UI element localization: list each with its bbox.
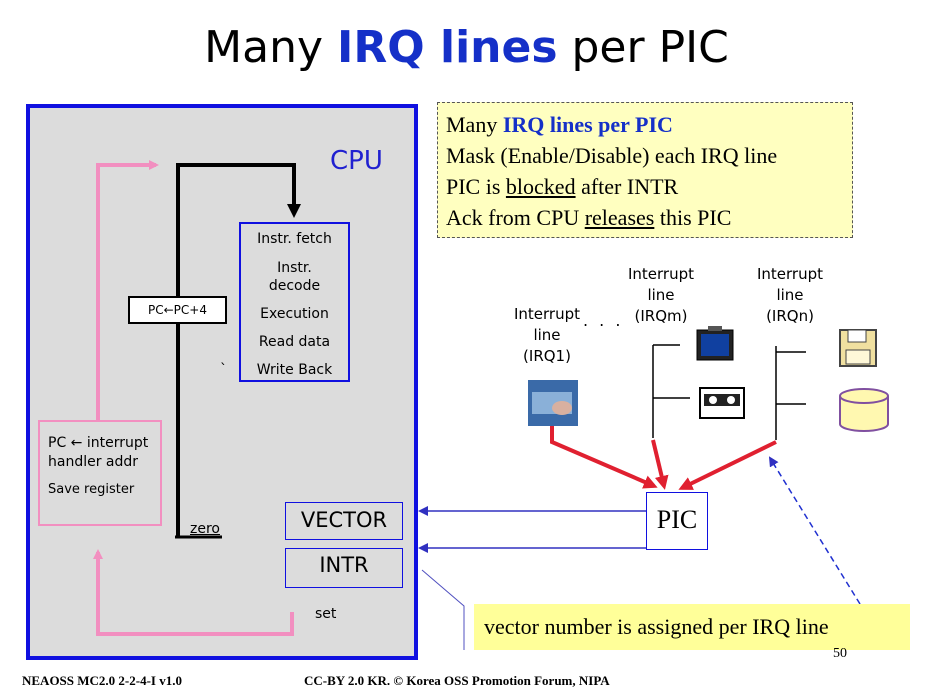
stage-instr-fetch: Instr. fetch (257, 231, 332, 247)
tick-mark: ˋ (220, 362, 227, 378)
note-line3-suffix: after INTR (575, 174, 679, 199)
title-prefix: Many (204, 22, 338, 73)
footer-right: CC-BY 2.0 KR. © Korea OSS Promotion Foru… (304, 673, 610, 688)
irqn-label-line2: line (776, 286, 804, 304)
zero-label: zero (190, 521, 220, 537)
ack-dashed-arrow (768, 456, 861, 605)
irqm-label: Interrupt line (IRQm) (619, 264, 703, 327)
page-number: 50 (833, 646, 847, 661)
cpu-box (26, 104, 418, 660)
intr-register: INTR (285, 548, 403, 588)
stage-read-data: Read data (258, 334, 331, 350)
stage-instr-decode-line2: decode (268, 278, 321, 294)
note-line4-suffix: this PIC (654, 205, 732, 230)
irq-note-box: Many IRQ lines per PIC Mask (Enable/Disa… (437, 102, 853, 238)
pic-to-cpu-arrows (418, 506, 646, 553)
irqm-label-line1: Interrupt (627, 265, 695, 283)
pipeline-loop (175, 163, 301, 539)
stage-instr-decode-line1: Instr. (277, 260, 312, 276)
ellipsis-dots: . . . (583, 311, 624, 330)
handler-line2: handler addr (48, 454, 139, 470)
keyboard-icon (528, 380, 578, 426)
note-line2: Mask (Enable/Disable) each IRQ line (446, 143, 778, 168)
cpu-label: CPU (330, 146, 383, 176)
note-line3: PIC is blocked after INTR (446, 171, 852, 202)
stage-write-back: Write Back (256, 362, 333, 378)
floppy-disk-icon (839, 329, 877, 367)
handler-line1: PC ← interrupt (48, 435, 149, 451)
pc-increment-box: PC←PC+4 (128, 296, 227, 324)
interrupt-handler-box: PC ← interrupt handler addr Save registe… (38, 420, 162, 526)
pink-interrupt-loop (93, 160, 294, 636)
irqm-label-line2: line (647, 286, 675, 304)
note-line1-highlight: IRQ lines per PIC (502, 112, 673, 137)
irq1-label-line2: line (533, 326, 561, 344)
pic-box: PIC (646, 492, 708, 550)
irqn-label: Interrupt line (IRQn) (748, 264, 832, 327)
irq1-label-line1: Interrupt (513, 305, 581, 323)
irq1-label-line3: (IRQ1) (523, 347, 571, 365)
slide-title: Many IRQ lines per PIC (0, 22, 933, 73)
irq-bus-lines (652, 344, 806, 440)
note-line1-prefix: Many (446, 112, 503, 137)
pipeline-stages-box: Instr. fetch Instr. decode Execution Rea… (239, 222, 350, 382)
set-label: set (315, 606, 337, 622)
monitor-icon (696, 326, 734, 361)
vector-register: VECTOR (285, 502, 403, 540)
irqm-label-line3: (IRQm) (634, 307, 688, 325)
irq-red-arrows (550, 426, 777, 490)
vector-note: vector number is assigned per IRQ line (474, 604, 910, 650)
note-line3-prefix: PIC is (446, 174, 506, 199)
title-highlight: IRQ lines (337, 22, 558, 73)
footer-left: NEAOSS MC2.0 2-2-4-I v1.0 (22, 673, 182, 688)
intr-callout-line (421, 569, 465, 650)
note-line1: Many IRQ lines per PIC (446, 109, 852, 140)
note-line3-underline: blocked (505, 174, 576, 199)
hard-disk-icon (839, 388, 889, 432)
note-line4-prefix: Ack from CPU (446, 205, 585, 230)
note-line4: Ack from CPU releases this PIC (446, 202, 852, 233)
irqn-label-line3: (IRQn) (766, 307, 814, 325)
title-suffix: per PIC (557, 22, 729, 73)
note-line4-underline: releases (584, 205, 655, 230)
cassette-icon (699, 387, 745, 419)
stage-execution: Execution (260, 306, 329, 322)
irqn-label-line1: Interrupt (756, 265, 824, 283)
handler-save-register: Save register (48, 482, 135, 497)
irq1-label: Interrupt line (IRQ1) (505, 304, 589, 367)
